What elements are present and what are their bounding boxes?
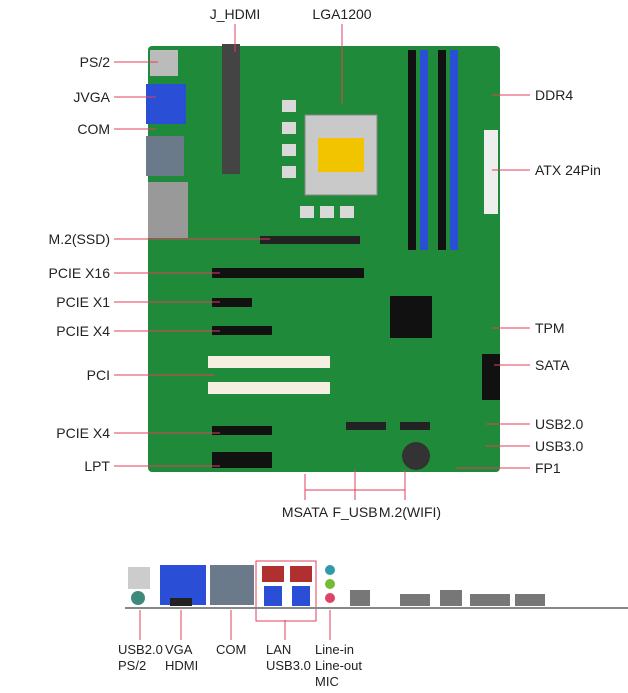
atx-connector [484,130,498,214]
label-pci: PCI [86,367,110,383]
io-label-line: Line-in [315,642,355,657]
label-fp1: FP1 [535,460,561,476]
label-pcie-x16: PCIE X16 [48,265,110,281]
audio-mic [325,593,335,603]
label-f-usb: F_USB [332,504,378,520]
label-lpt: LPT [84,458,110,474]
io-label-line: PS/2 [118,658,147,673]
io-label-line: VGA [165,642,193,657]
dimm-slot [438,50,446,250]
label-ps2: PS/2 [79,54,110,70]
label-atx-24pin: ATX 24Pin [535,162,601,178]
ps2-port [150,50,178,76]
pcie-x4-slot [212,426,272,435]
label-msata: MSATA [281,504,329,520]
io-label-line: LAN [266,642,292,657]
usb-lan-port [148,182,188,238]
label-sata: SATA [535,357,570,373]
io-label-line: HDMI [165,658,199,673]
label-m2-wifi: M.2(WIFI) [378,504,442,520]
msata-slot [346,422,386,430]
dimm-slot [408,50,416,250]
pcie-x16-slot [212,268,364,278]
label-j-hdmi: J_HDMI [209,6,261,22]
io-lan [290,566,312,582]
label-pcie-x4-2: PCIE X4 [56,425,110,441]
m2-wifi-slot [400,422,430,430]
motherboard [148,46,500,472]
io-label-line: MIC [315,674,339,689]
cmos-battery [402,442,430,470]
pcie-x4-slot [212,326,272,335]
pci-slot [208,356,330,368]
sata-ports [482,354,500,400]
label-usb2: USB2.0 [535,416,584,432]
m2-ssd-slot [260,236,360,244]
label-jvga: JVGA [73,89,110,105]
io-label-com: COM [216,642,246,658]
io-usb2 [128,567,150,589]
audio-line-out [325,579,335,589]
label-com: COM [77,121,110,137]
com-port [146,136,184,176]
dimm-slot [450,50,458,250]
label-tpm: TPM [535,320,565,336]
pcie-x1-slot [212,298,252,307]
label-lga1200: LGA1200 [312,6,372,22]
label-pcie-x1: PCIE X1 [56,294,110,310]
io-com [210,565,254,605]
lpt-header [212,452,272,468]
dimm-slot [420,50,428,250]
io-ps2 [131,591,145,605]
vga-port [146,84,186,124]
io-label-line: USB2.0 [118,642,163,657]
io-usb3 [264,586,282,606]
label-usb3: USB3.0 [535,438,584,454]
label-ddr4: DDR4 [535,87,574,103]
label-m2-ssd: M.2(SSD) [48,231,110,247]
io-usb3 [292,586,310,606]
chipset-heatsink [390,296,432,338]
io-label-line: Line-out [315,658,362,673]
cpu-warning-label [318,138,364,172]
io-lan [262,566,284,582]
io-hdmi [170,598,192,606]
label-pcie-x4: PCIE X4 [56,323,110,339]
leader-lines [114,24,530,640]
pci-slot [208,382,330,394]
io-label-line: USB3.0 [266,658,311,673]
audio-line-in [325,565,335,575]
io-label-line: COM [216,642,247,657]
